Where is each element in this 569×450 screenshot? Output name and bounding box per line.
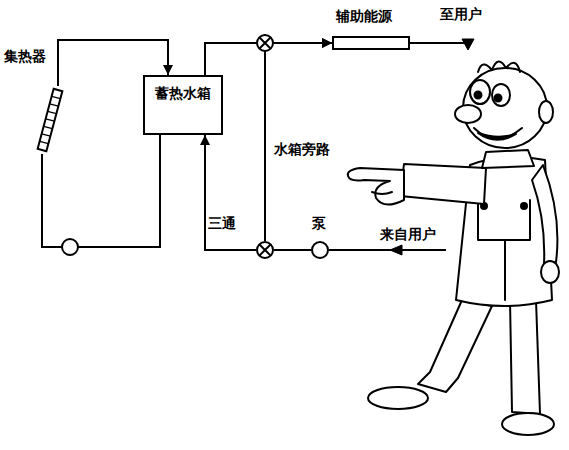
cartoon-worker-part [400,164,486,204]
cartoon-worker-part [478,61,520,72]
cartoon-worker-part [348,168,404,205]
valve-cross [260,245,271,256]
inlet-pipe [329,245,446,255]
three-way-valve-outline [256,241,274,259]
collector-tube [46,119,55,121]
outlet-pipe [410,39,474,50]
valve-cross [260,245,271,256]
water-pipe [274,249,311,251]
cartoon-worker-part [495,95,502,102]
water-pipe [205,135,256,250]
cartoon-worker-part [455,105,481,123]
cartoon-worker-part [418,300,492,392]
upper-three-way-valve-part [257,35,273,51]
cartoon-worker-part [478,200,530,240]
collector-tube [48,111,57,113]
storage-tank: 蓄热水箱 [143,75,223,135]
outlet-pipe-part [462,39,474,50]
cartoon-worker [348,61,559,435]
cartoon-worker-part [368,387,428,409]
inlet-pipe-part [329,249,446,251]
box-label: 蓄热水箱 [155,85,211,102]
upper-three-way-valve-part [260,38,271,49]
pump-circle [312,242,328,258]
water-pipe [42,135,160,247]
water-pipe [265,43,332,241]
cartoon-worker-part [470,80,490,104]
part-label: 辅助能源 [336,8,392,25]
cartoon-worker-part [510,300,540,414]
cartoon-worker-part [532,165,557,264]
upper-three-way-valve [257,35,273,51]
collector-tube [52,96,61,98]
cartoon-worker-part [372,192,392,194]
collector-tube [40,141,49,143]
flow-label: 来自用户 [380,226,436,243]
cartoon-worker-part [492,84,510,106]
cartoon-worker-part [475,92,482,99]
collector-tube [42,134,51,136]
cartoon-worker-part [502,413,554,435]
cartoon-worker-part [521,203,527,209]
flow-label: 至用户 [440,6,482,23]
collector-pump-part [62,239,78,255]
inlet-pipe-part [390,245,402,255]
collector-pump [62,239,78,255]
cartoon-worker-part [539,101,553,123]
pump: 泵 [311,241,329,259]
upper-three-way-valve-part [260,38,271,49]
auxiliary-heater: 辅助能源 [332,36,410,50]
cartoon-worker-part [504,240,506,300]
collector-panel-outline [34,86,64,154]
cartoon-worker-part [478,133,516,140]
cartoon-worker-part [474,128,522,139]
cartoon-worker-part [482,150,534,168]
pump-outline [311,241,329,259]
part-label: 三通 [208,215,236,232]
part-label: 泵 [312,215,326,232]
collector-tube [44,126,53,128]
outlet-pipe-part [410,42,468,44]
three-way-valve: 三通 [256,241,274,259]
collector-frame [38,89,63,151]
collector-tube [50,104,59,106]
pipe-label: 水箱旁路 [272,140,332,159]
part-label: 集热器 [4,48,46,65]
collector-panel: 集热器 [34,86,64,154]
three-way-valve-circle [257,242,273,258]
cartoon-worker-part [541,261,559,283]
